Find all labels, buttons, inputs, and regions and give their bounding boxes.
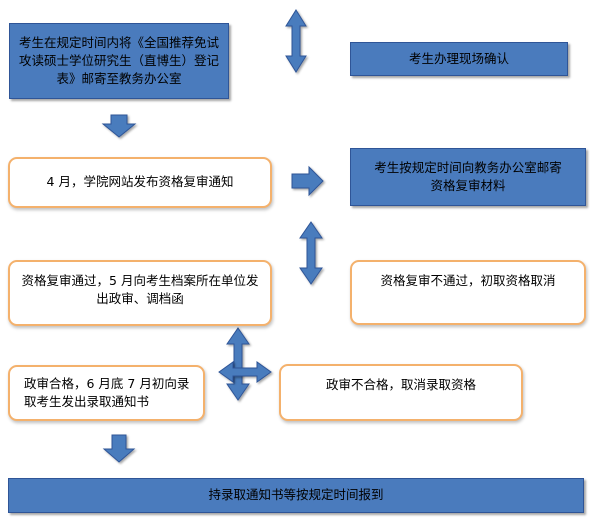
politics-pass-box: 政审合格，6 月底 7 月初向录取考生发出录取通知书 — [8, 365, 205, 421]
double-arrow-vertical-middle — [299, 221, 323, 285]
mail-materials-box: 考生按规定时间向教务办公室邮寄资格复审材料 — [350, 148, 586, 206]
review-notice-text: 4 月，学院网站发布资格复审通知 — [46, 174, 234, 190]
right-arrow — [291, 165, 324, 197]
submit-form-text: 考生在规定时间内将《全国推荐免试攻读硕士学位研究生（直博生）登记表》邮寄至教务办… — [18, 34, 219, 87]
report-text: 持录取通知书等按规定时间报到 — [208, 487, 384, 503]
review-notice-box: 4 月，学院网站发布资格复审通知 — [8, 157, 272, 208]
politics-fail-box: 政审不合格，取消录取资格 — [279, 364, 523, 421]
review-fail-box: 资格复审不通过，初取资格取消 — [350, 260, 586, 325]
politics-pass-text: 政审合格，6 月底 7 月初向录取考生发出录取通知书 — [24, 376, 190, 410]
review-pass-box: 资格复审通过，5 月向考生档案所在单位发出政审、调档函 — [8, 260, 272, 326]
review-fail-text: 资格复审不通过，初取资格取消 — [380, 273, 556, 288]
onsite-confirm-text: 考生办理现场确认 — [408, 50, 509, 66]
politics-fail-text: 政审不合格，取消录取资格 — [325, 377, 476, 392]
onsite-confirm-box: 考生办理现场确认 — [350, 42, 568, 76]
down-arrow-1 — [101, 114, 137, 138]
double-arrow-horizontal — [218, 361, 272, 383]
report-box: 持录取通知书等按规定时间报到 — [8, 478, 584, 513]
double-arrow-vertical-top — [285, 9, 307, 73]
mail-materials-text: 考生按规定时间向教务办公室邮寄资格复审材料 — [374, 159, 562, 193]
down-arrow-2 — [102, 434, 136, 463]
review-pass-text: 资格复审通过，5 月向考生档案所在单位发出政审、调档函 — [21, 273, 259, 307]
submit-form-box: 考生在规定时间内将《全国推荐免试攻读硕士学位研究生（直博生）登记表》邮寄至教务办… — [9, 23, 229, 99]
double-arrow-vertical-lower — [226, 327, 250, 401]
